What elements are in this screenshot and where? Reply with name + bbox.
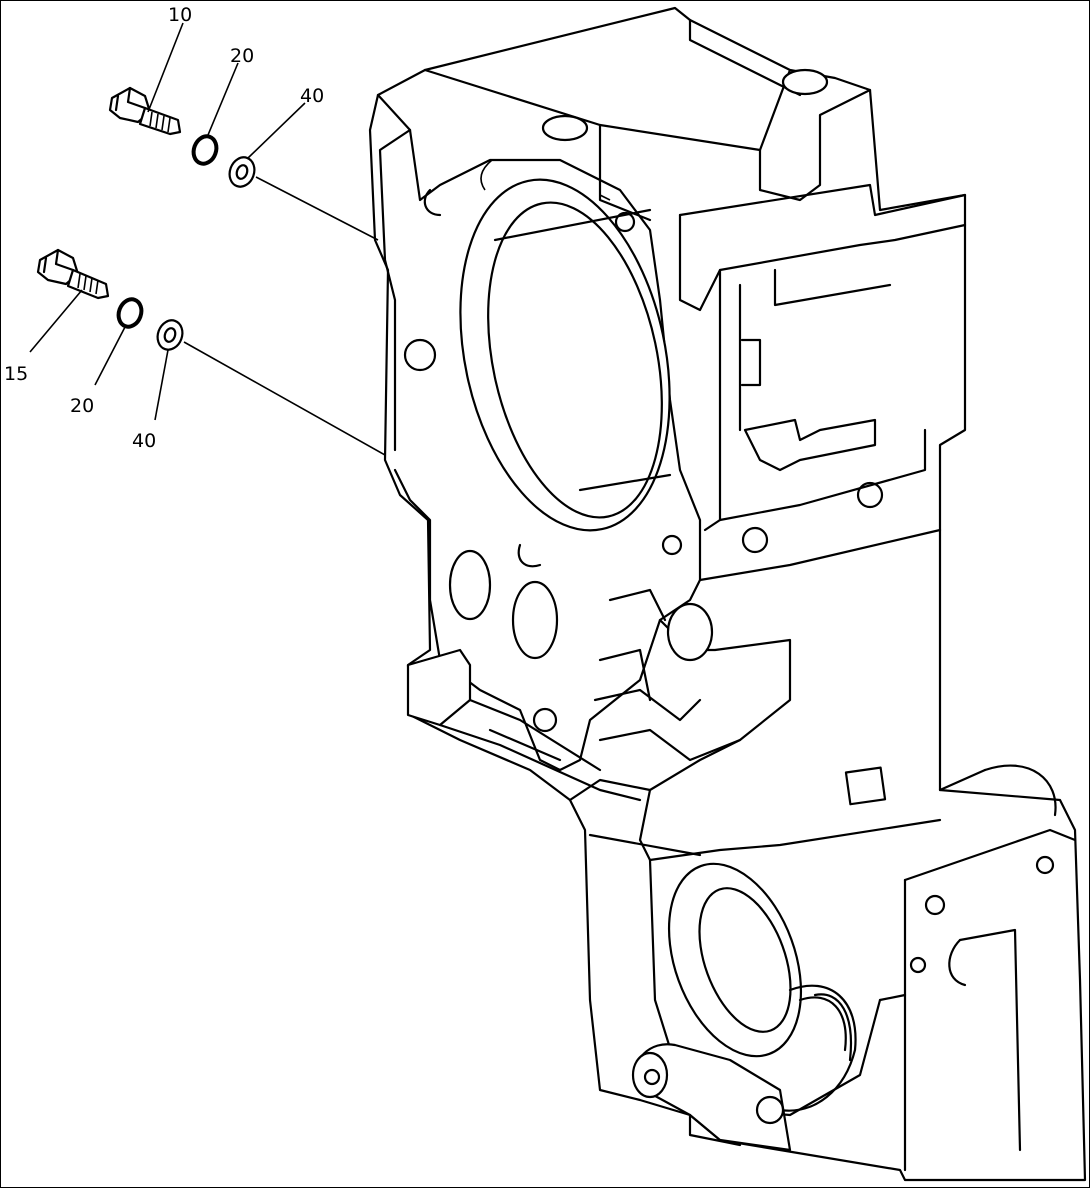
boss (666, 602, 714, 662)
callout-label: 20 (70, 395, 94, 417)
lower-bolt-assembly: 15 20 40 (4, 248, 386, 456)
upper-bolt-assembly: 10 20 40 (108, 4, 379, 241)
washer-40 (228, 156, 256, 188)
bolt-10 (108, 86, 182, 136)
washer-40 (156, 319, 184, 351)
leader-line (183, 341, 386, 456)
o-ring-20 (191, 134, 219, 166)
callout-label: 15 (4, 363, 28, 385)
callout-leader (154, 349, 169, 421)
main-bore (459, 178, 671, 532)
callout-label: 40 (300, 85, 324, 107)
callout-leader (247, 102, 306, 159)
callout-label: 20 (230, 45, 254, 67)
bolt-15 (36, 248, 110, 300)
flange-hole (511, 580, 559, 660)
callout-leader (207, 62, 239, 136)
callout-label: 40 (132, 430, 156, 452)
leader-line (255, 176, 379, 241)
callout-label: 10 (168, 4, 192, 26)
callout-leader (29, 289, 83, 353)
bottom-boss-hole (631, 1051, 669, 1099)
flange-hole (448, 549, 492, 621)
transmission-housing (368, 6, 1087, 1182)
top-boss (541, 114, 589, 142)
callout-leader (147, 22, 184, 113)
callout-leader (94, 326, 126, 386)
top-boss (781, 68, 829, 96)
o-ring-20 (116, 297, 144, 329)
